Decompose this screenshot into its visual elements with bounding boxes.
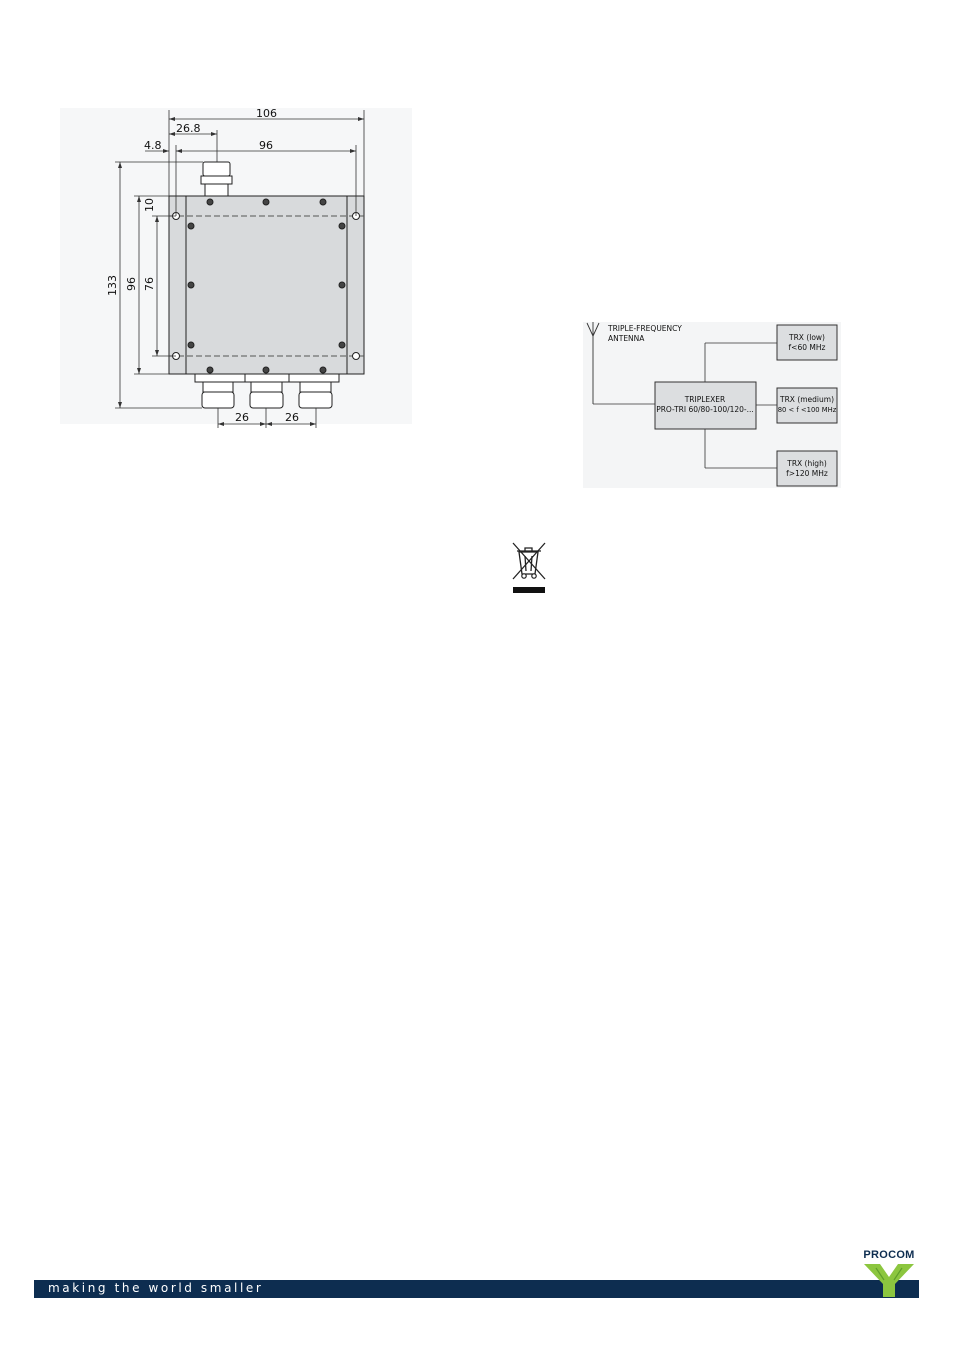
dim-connector-pitch-2: 26	[285, 411, 299, 424]
dim-connector-pitch-1: 26	[235, 411, 249, 424]
dim-hole-spacing-v: 96	[125, 277, 138, 291]
dim-connector-offset: 26.8	[176, 122, 201, 135]
logo-wordmark: PROCOM	[858, 1249, 920, 1261]
triplexer-label-1: TRIPLEXER	[684, 395, 726, 404]
dim-edge-offset: 4.8	[144, 139, 162, 152]
procom-logo: PROCOM	[858, 1249, 920, 1297]
dim-inner-height: 76	[143, 277, 156, 291]
dim-top-margin: 10	[143, 198, 156, 212]
trx-high-label-2: f>120 MHz	[786, 469, 828, 478]
mechanical-drawing: 106 26.8 4.8 96 133 96 76 10 26 26	[60, 105, 420, 435]
trx-medium-label-1: TRX (medium)	[779, 395, 834, 404]
footer-tagline: making the world smaller	[48, 1281, 263, 1295]
antenna-label-1: TRIPLE-FREQUENCY	[607, 324, 682, 333]
trx-high-label-1: TRX (high)	[786, 459, 827, 468]
trx-low-label-1: TRX (low)	[788, 333, 825, 342]
antenna-label-2: ANTENNA	[608, 334, 645, 343]
logo-y-icon	[862, 1262, 916, 1297]
triplexer-label-2: PRO-TRI 60/80-100/120-...	[656, 405, 754, 414]
weee-bin-icon	[510, 540, 548, 596]
trx-medium-label-2: 80 < f <100 MHz	[778, 406, 837, 414]
bottom-connectors	[195, 374, 339, 408]
footer-bar: making the world smaller	[34, 1280, 919, 1298]
dim-hole-spacing-h: 96	[259, 139, 273, 152]
dim-overall-height: 133	[106, 275, 119, 296]
block-diagram: TRIPLE-FREQUENCY ANTENNA TRIPLEXER PRO-T…	[583, 318, 845, 490]
trx-low-label-2: f<60 MHz	[789, 343, 826, 352]
top-connector	[201, 162, 232, 196]
housing	[169, 196, 364, 374]
dim-overall-width: 106	[256, 107, 277, 120]
